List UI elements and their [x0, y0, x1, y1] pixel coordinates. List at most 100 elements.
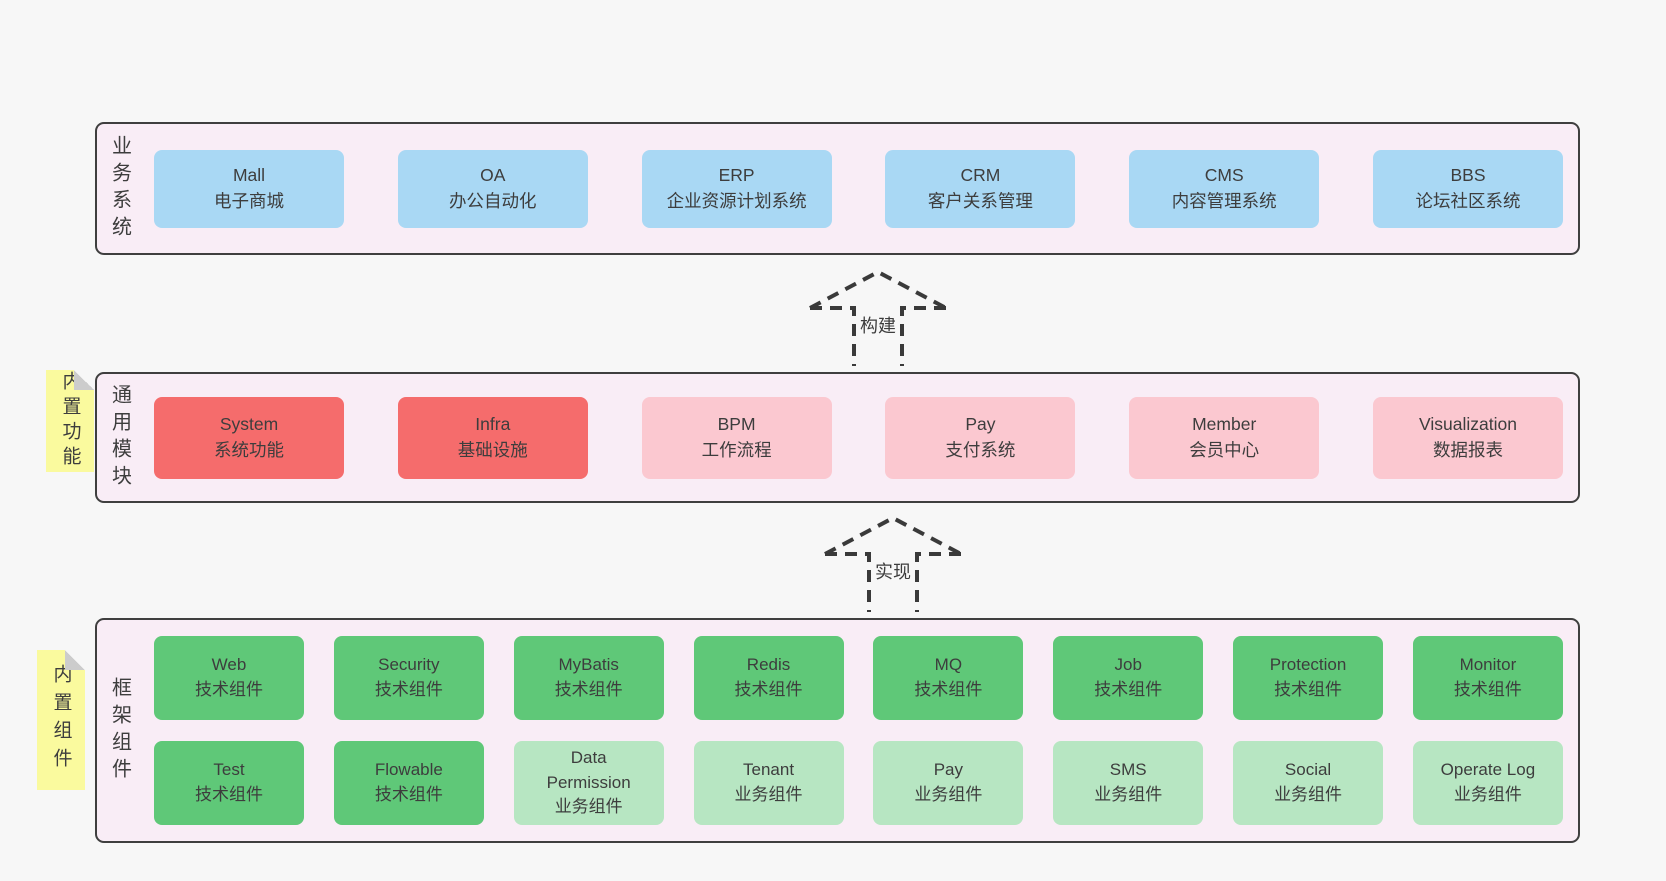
box-title: Data Permission	[546, 748, 631, 792]
up-arrow-icon	[809, 269, 947, 366]
box-title: CMS	[1204, 165, 1244, 186]
box-subtitle: 业务组件	[1094, 785, 1163, 804]
layer-label-business-systems: 业务系统	[108, 134, 131, 243]
box-title: ERP	[718, 165, 755, 186]
box-erp: ERP 企业资源计划系统	[641, 149, 832, 228]
box-title: Mall	[232, 165, 266, 186]
box-subtitle: 技术组件	[374, 680, 443, 699]
box-infra: Infra 基础设施	[397, 396, 588, 479]
box-title: Operate Log	[1440, 760, 1536, 780]
box-subtitle: 技术组件	[1094, 680, 1163, 699]
implement-arrow: 实现	[823, 514, 963, 614]
build-arrow: 构建	[808, 268, 948, 368]
box-title: Flowable	[374, 760, 443, 780]
box-oa: OA 办公自动化	[397, 149, 588, 228]
up-arrow-icon	[824, 515, 962, 612]
box-title: Member	[1192, 414, 1257, 435]
box-title: Pay	[933, 760, 964, 780]
box-bpm: BPM 工作流程	[641, 396, 832, 479]
box-subtitle: 业务组件	[1274, 785, 1343, 804]
tech-components-row: Web 技术组件 Security 技术组件 MyBatis 技术组件 Redi…	[154, 636, 1563, 720]
box-job: Job 技术组件	[1053, 636, 1204, 720]
box-title: Social	[1284, 760, 1332, 780]
box-redis: Redis 技术组件	[693, 636, 844, 720]
box-title: BBS	[1450, 165, 1486, 186]
box-subtitle: 技术组件	[195, 680, 263, 699]
box-subtitle: 系统功能	[214, 439, 284, 460]
box-subtitle: 支付系统	[945, 439, 1016, 460]
box-pay-module: Pay 支付系统	[885, 396, 1076, 479]
box-crm: CRM 客户关系管理	[885, 149, 1076, 228]
box-test: Test 技术组件	[154, 741, 304, 825]
box-protection: Protection 技术组件	[1233, 636, 1384, 720]
box-web: Web 技术组件	[154, 636, 304, 720]
box-subtitle: 工作流程	[701, 439, 772, 460]
box-title: Job	[1114, 655, 1142, 675]
box-data-permission: Data Permission 业务组件	[513, 741, 664, 825]
box-subtitle: 客户关系管理	[927, 190, 1033, 211]
box-title: SMS	[1109, 760, 1147, 780]
box-mall: Mall 电子商城	[154, 149, 344, 228]
box-subtitle: 会员中心	[1189, 439, 1260, 460]
box-cms: CMS 内容管理系统	[1129, 149, 1320, 228]
layer-common-modules: 通用模块 System 系统功能 Infra 基础设施 BPM 工作流程 Pay…	[95, 372, 1580, 503]
box-tenant: Tenant 业务组件	[693, 741, 844, 825]
box-title: OA	[480, 165, 506, 186]
box-subtitle: 基础设施	[457, 439, 528, 460]
box-mybatis: MyBatis 技术组件	[513, 636, 664, 720]
box-subtitle: 业务组件	[914, 785, 983, 804]
box-pay-component: Pay 业务组件	[873, 741, 1024, 825]
box-subtitle: 技术组件	[1274, 680, 1343, 699]
box-subtitle: 企业资源计划系统	[666, 190, 807, 211]
box-member: Member 会员中心	[1129, 396, 1320, 479]
layer-label-framework-components: 框架组件	[108, 676, 131, 785]
box-title: Security	[378, 655, 440, 675]
box-bbs: BBS 论坛社区系统	[1372, 149, 1563, 228]
box-visualization: Visualization 数据报表	[1372, 396, 1563, 479]
box-title: Monitor	[1459, 655, 1517, 675]
layer-business-systems: 业务系统 Mall 电子商城 OA 办公自动化 ERP 企业资源计划系统 CRM…	[95, 122, 1580, 255]
box-monitor: Monitor 技术组件	[1412, 636, 1563, 720]
box-title: BPM	[717, 414, 756, 435]
box-title: Test	[213, 760, 245, 780]
box-title: MQ	[934, 655, 963, 675]
box-subtitle: 办公自动化	[449, 190, 537, 211]
common-modules-row: System 系统功能 Infra 基础设施 BPM 工作流程 Pay 支付系统…	[143, 374, 1578, 501]
box-subtitle: 技术组件	[914, 680, 983, 699]
box-flowable: Flowable 技术组件	[333, 741, 484, 825]
builtin-components-note: 内置组件	[37, 650, 85, 790]
build-arrow-label: 构建	[857, 312, 899, 338]
box-subtitle: 电子商城	[214, 190, 284, 211]
box-subtitle: 内容管理系统	[1171, 190, 1277, 211]
box-subtitle: 业务组件	[1453, 785, 1522, 804]
box-sms: SMS 业务组件	[1053, 741, 1204, 825]
box-subtitle: 业务组件	[734, 785, 803, 804]
builtin-features-note: 内置功能	[46, 370, 94, 472]
box-subtitle: 技术组件	[1453, 680, 1522, 699]
box-operate-log: Operate Log 业务组件	[1412, 741, 1563, 825]
box-title: Visualization	[1419, 414, 1517, 435]
box-security: Security 技术组件	[333, 636, 484, 720]
box-title: System	[219, 414, 279, 435]
box-title: Infra	[475, 414, 511, 435]
business-systems-row: Mall 电子商城 OA 办公自动化 ERP 企业资源计划系统 CRM 客户关系…	[143, 124, 1578, 253]
box-subtitle: 技术组件	[195, 785, 263, 804]
box-title: MyBatis	[558, 655, 619, 675]
box-social: Social 业务组件	[1233, 741, 1384, 825]
box-title: Web	[211, 655, 247, 675]
box-subtitle: 数据报表	[1432, 439, 1503, 460]
box-title: Pay	[965, 414, 996, 435]
box-subtitle: 业务组件	[554, 797, 623, 817]
box-subtitle: 技术组件	[374, 785, 443, 804]
box-title: Redis	[746, 655, 791, 675]
box-mq: MQ 技术组件	[873, 636, 1024, 720]
box-subtitle: 技术组件	[734, 680, 803, 699]
box-subtitle: 论坛社区系统	[1415, 190, 1521, 211]
business-components-row: Test 技术组件 Flowable 技术组件 Data Permission …	[154, 741, 1563, 825]
box-system: System 系统功能	[154, 396, 344, 479]
box-subtitle: 技术组件	[554, 680, 623, 699]
layer-framework-components: 框架组件 Web 技术组件 Security 技术组件 MyBatis 技术组件…	[95, 618, 1580, 843]
box-title: Tenant	[743, 760, 795, 780]
framework-components-rows: Web 技术组件 Security 技术组件 MyBatis 技术组件 Redi…	[143, 620, 1578, 841]
